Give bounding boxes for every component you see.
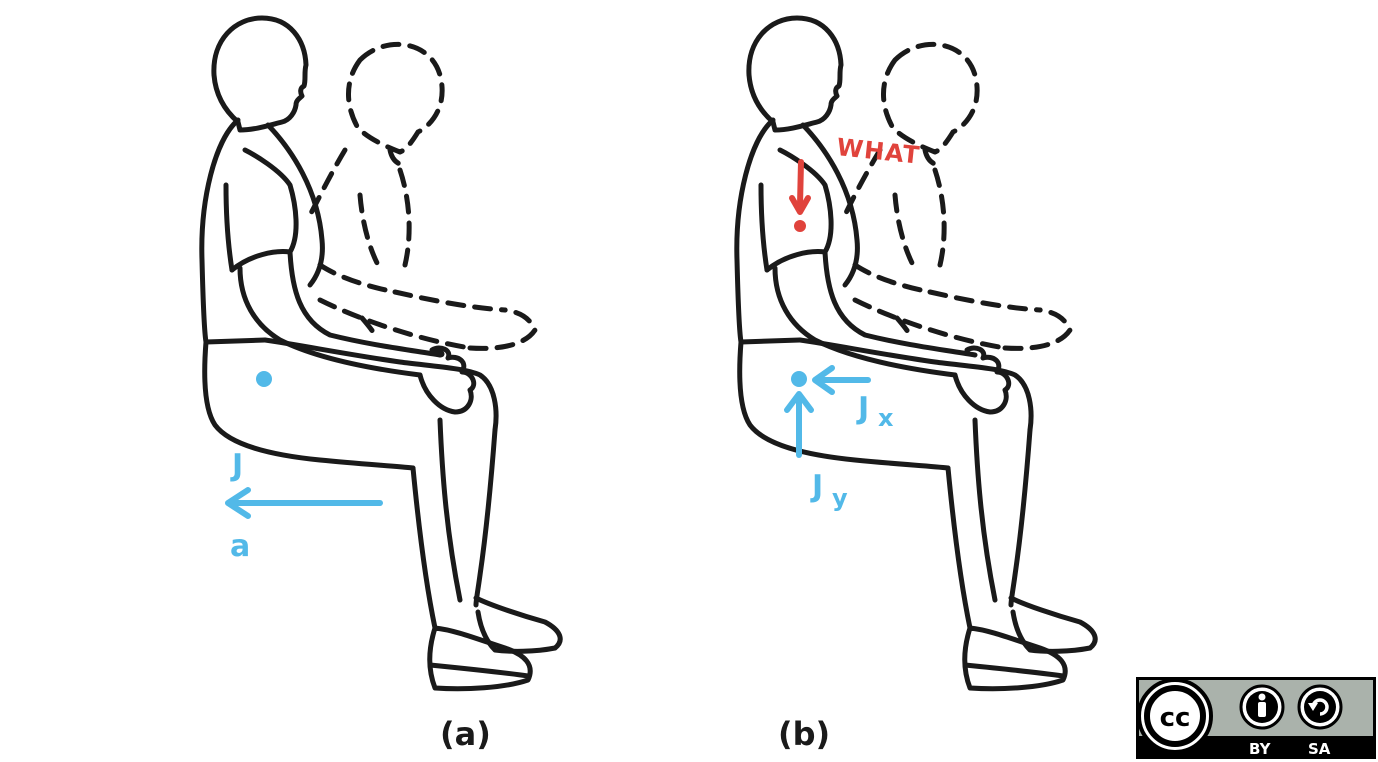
jx-label: J: [856, 391, 869, 426]
caption-a: (a): [440, 715, 491, 753]
ghost-figure-b: [842, 42, 1073, 351]
jy-subscript: y: [832, 484, 848, 512]
by-label: BY: [1249, 740, 1272, 758]
cc-icon: cc: [1137, 678, 1213, 754]
acceleration-label-a: a: [230, 529, 250, 564]
share-alike-icon: [1297, 684, 1343, 730]
panel-a: J a (a): [199, 15, 563, 753]
jy-arrow: [784, 391, 814, 458]
ghost-figure-a: [307, 42, 538, 351]
acceleration-arrow: [225, 487, 383, 519]
seated-figure-b: [734, 15, 1098, 692]
cc-text: cc: [1160, 703, 1191, 733]
sa-label: SA: [1308, 740, 1331, 758]
caption-b: (b): [778, 715, 830, 753]
center-of-mass-dot-b: [791, 371, 807, 387]
jy-label: J: [810, 469, 823, 504]
exclamation-mark: [789, 159, 811, 232]
center-of-mass-dot-a: [256, 371, 272, 387]
jx-subscript: x: [878, 404, 894, 432]
attribution-icon: [1239, 684, 1285, 730]
cc-by-sa-badge[interactable]: cc BY SA: [1136, 677, 1376, 759]
panel-b: WHAT J x J y (b): [734, 15, 1098, 753]
jx-arrow: [812, 365, 871, 395]
impulse-label-j: J: [230, 448, 243, 483]
seated-figure-a: [199, 15, 563, 692]
